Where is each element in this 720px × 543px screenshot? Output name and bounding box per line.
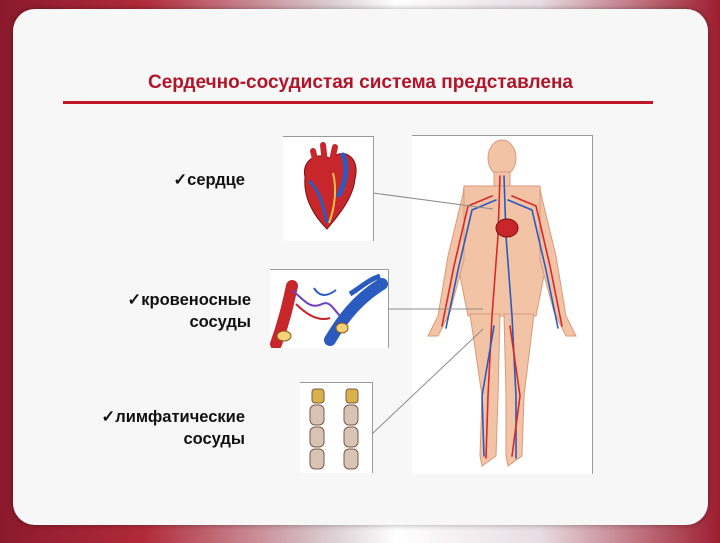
slide-title: Сердечно-сосудистая система представлена xyxy=(148,72,573,93)
lymph-vessels-illustration xyxy=(309,388,359,470)
slide: Сердечно-сосудистая система представлена… xyxy=(13,9,708,525)
blood-vessels-image-panel xyxy=(270,269,389,348)
label-blood-vessels-line1: кровеносные xyxy=(141,291,251,309)
label-lymph-vessels-line2: сосуды xyxy=(183,430,245,448)
checkmark-icon: ✓ xyxy=(173,171,188,189)
heart-image-panel xyxy=(283,136,374,241)
label-blood-vessels-line2: сосуды xyxy=(189,313,251,331)
heart-in-body-icon xyxy=(495,218,519,238)
label-blood-vessels: ✓кровеносные сосуды xyxy=(103,289,251,333)
label-heart-text: сердце xyxy=(187,171,245,189)
checkmark-icon: ✓ xyxy=(127,291,142,309)
body-image-panel xyxy=(412,135,593,474)
heart-illustration xyxy=(303,142,357,230)
lymph-vessels-image-panel xyxy=(300,382,373,473)
label-lymph-vessels: ✓лимфатические сосуды xyxy=(73,406,245,450)
blood-vessels-illustration xyxy=(270,273,388,348)
checkmark-icon: ✓ xyxy=(101,408,116,426)
title-underline xyxy=(63,101,653,104)
label-lymph-vessels-line1: лимфатические xyxy=(115,408,245,426)
human-body-illustration xyxy=(427,139,577,467)
label-heart: ✓сердце xyxy=(163,169,245,191)
